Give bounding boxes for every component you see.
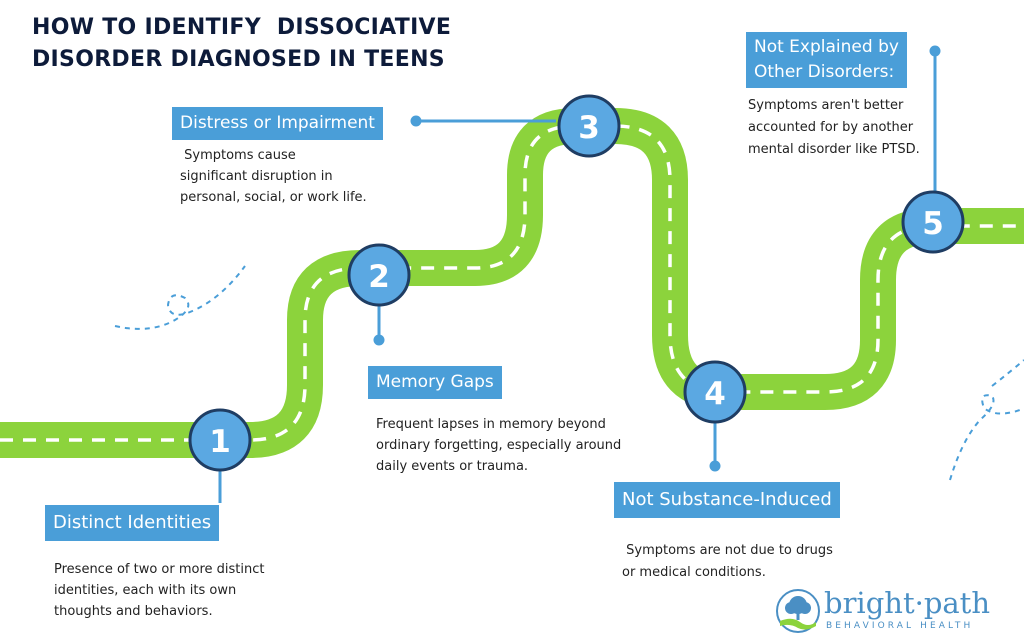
step-1-label: Distinct Identities xyxy=(45,505,220,541)
tree-logo-icon xyxy=(776,589,820,633)
title-line-1: HOW TO IDENTIFY DISSOCIATIVE xyxy=(32,15,452,40)
step-number-3: 3 xyxy=(578,110,600,146)
connector-lines xyxy=(218,55,937,503)
step-3-label: Distress or Impairment xyxy=(172,107,383,140)
title-line-2: DISORDER DIAGNOSED IN TEENS xyxy=(32,47,445,72)
page-title: HOW TO IDENTIFY DISSOCIATIVE DISORDER DI… xyxy=(32,12,492,76)
step-5-label: Not Explained by Other Disorders: xyxy=(746,32,907,88)
road-path xyxy=(0,108,1024,458)
step-3-description: Symptoms cause significant disruption in… xyxy=(180,148,367,205)
step-5-description: Symptoms aren't better accounted for by … xyxy=(748,98,920,157)
brand-name: bright·path xyxy=(824,586,990,620)
step-1-description: Presence of two or more distinct identit… xyxy=(54,562,265,619)
step-number-2: 2 xyxy=(368,259,390,295)
step-4-description: Symptoms are not due to drugs or medical… xyxy=(622,543,833,580)
step-circle-2: 2 xyxy=(347,243,411,307)
step-number-4: 4 xyxy=(704,376,726,412)
step-circle-5: 5 xyxy=(901,190,965,254)
step-4-label: Not Substance-Induced xyxy=(614,482,840,518)
step-number-1: 1 xyxy=(209,424,231,460)
decorative-dashed-swirls xyxy=(114,265,1024,481)
step-circle-1: 1 xyxy=(188,408,252,472)
step-circles: 1 2 3 4 5 xyxy=(188,94,965,472)
brand-tagline: BEHAVIORAL HEALTH xyxy=(826,621,974,631)
step-circle-3: 3 xyxy=(557,94,621,158)
step-2-label: Memory Gaps xyxy=(368,366,502,399)
brand-logo: bright·path BEHAVIORAL HEALTH xyxy=(776,586,1006,634)
step-2-description: Frequent lapses in memory beyond ordinar… xyxy=(376,417,622,474)
connector-dots xyxy=(373,45,941,472)
step-circle-4: 4 xyxy=(683,360,747,424)
step-number-5: 5 xyxy=(922,206,944,242)
